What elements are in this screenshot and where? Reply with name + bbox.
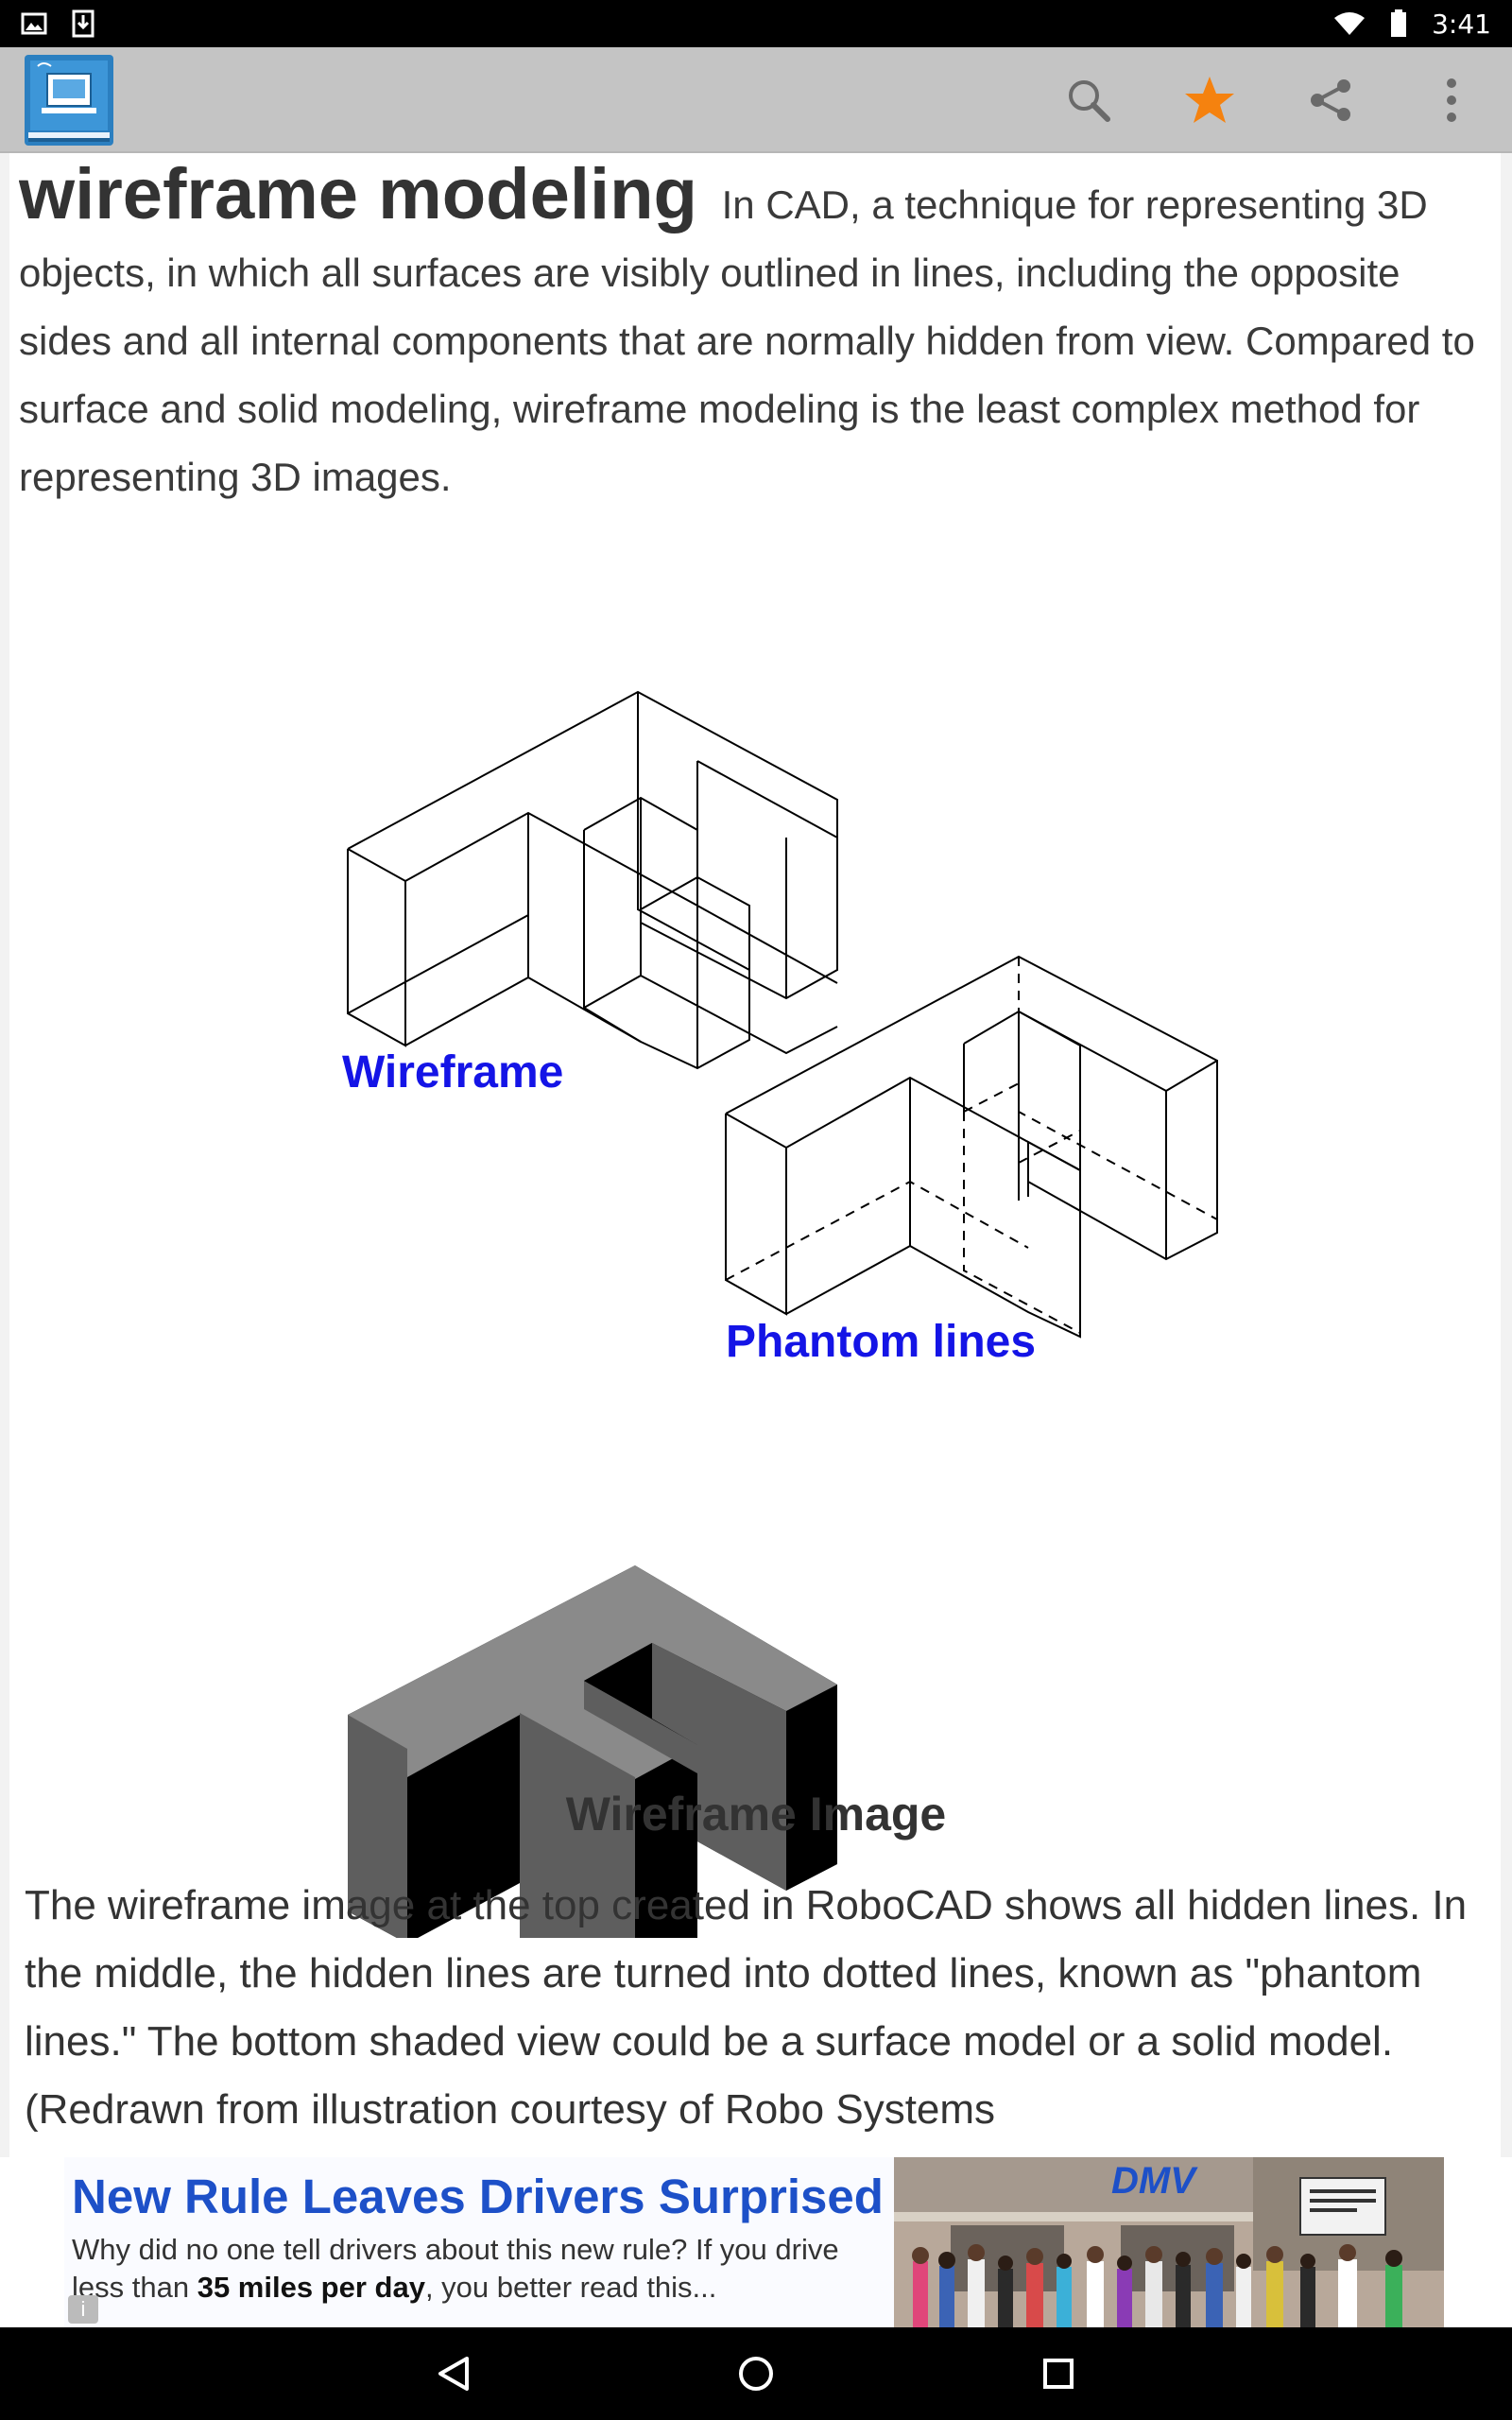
wireframe-label: Wireframe [342,1047,563,1098]
article-intro-text: In CAD, a technique for representing 3D … [19,182,1475,499]
wireframe-drawing [347,690,838,1070]
share-button[interactable] [1270,47,1391,153]
wireframe-illustration: Wireframe Phantom lines [342,690,1218,2021]
ad-body-text: Why did no one tell drivers about this n… [72,2233,839,2304]
status-notifications [21,9,94,38]
phantom-lines-drawing [725,955,1218,1339]
ad-area: New Rule Leaves Drivers Surprised Why di… [0,2157,1512,2327]
download-notification-icon [72,9,94,38]
image-notification-icon [21,12,47,35]
ad-photo[interactable]: DMV [894,2157,1444,2327]
share-icon [1311,79,1350,121]
left-gutter [0,153,9,2157]
recents-button[interactable] [1002,2327,1115,2420]
ad-body[interactable]: Why did no one tell drivers about this n… [72,2231,894,2307]
book-reader-logo-icon [25,55,113,146]
back-button[interactable] [397,2327,510,2420]
article-content[interactable]: wireframe modeling In CAD, a technique f… [19,161,1498,2155]
status-time: 3:41 [1432,8,1491,40]
crowd-silhouettes [912,2244,1402,2327]
status-indicators: 3:41 [1333,9,1491,40]
search-button[interactable] [1028,47,1149,153]
right-gutter [1501,153,1512,2157]
ad-banner[interactable]: New Rule Leaves Drivers Surprised Why di… [64,2157,1444,2327]
star-icon [1185,77,1234,123]
article-body: The wireframe image at the top created i… [25,1882,1468,2133]
app-bar [0,47,1512,153]
battery-icon [1391,9,1407,37]
ad-headline[interactable]: New Rule Leaves Drivers Surprised [72,2169,884,2223]
wifi-icon [1334,12,1366,35]
app-actions [1028,47,1512,153]
back-triangle-icon [438,2357,469,2391]
home-button[interactable] [699,2327,813,2420]
ad-body-text-end: , you better read this... [424,2271,717,2304]
figure-caption: Wireframe Image [565,1788,947,1841]
ad-info-icon[interactable]: i [68,2295,98,2324]
dmv-office-photo: DMV [894,2157,1444,2327]
ad-body-highlight: 35 miles per day [197,2271,425,2304]
article-intro: wireframe modeling In CAD, a technique f… [19,161,1498,511]
more-vertical-icon [1447,78,1456,122]
recents-square-icon [1043,2359,1074,2389]
navigation-bar [0,2327,1512,2420]
favorite-button[interactable] [1149,47,1270,153]
search-icon [1069,80,1110,122]
article-term: wireframe modeling [19,161,697,234]
phantom-dashed-lines [725,957,1218,1334]
status-bar: 3:41 [0,0,1512,47]
dmv-sign-text: DMV [1111,2160,1198,2202]
phantom-lines-label: Phantom lines [726,1317,1036,1367]
wireframe-figure: Wireframe Phantom lines [302,671,1247,2021]
app-logo[interactable] [25,53,113,146]
more-options-button[interactable] [1391,47,1512,153]
home-circle-icon [739,2357,773,2391]
